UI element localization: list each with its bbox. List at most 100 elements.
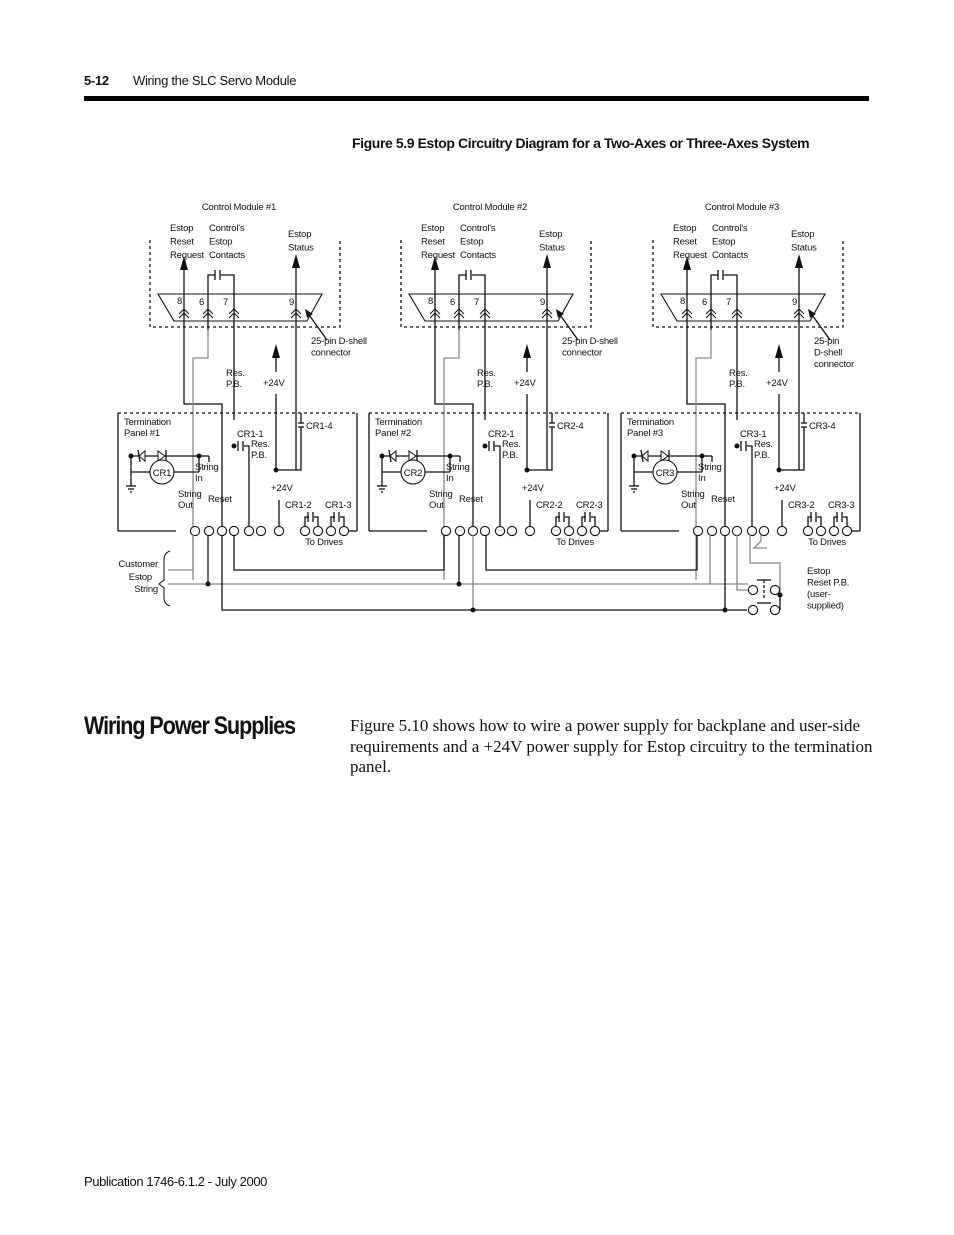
customer-label: Estop bbox=[129, 572, 152, 583]
termination-panel-label: Panel #2 bbox=[375, 428, 411, 439]
junction-dot bbox=[470, 607, 476, 613]
termination-panel-label: Panel #3 bbox=[627, 428, 663, 439]
figure-title: Figure 5.9 Estop Circuitry Diagram for a… bbox=[352, 135, 810, 151]
wire bbox=[340, 516, 345, 527]
estop-reset-request-label: Reset bbox=[170, 237, 194, 248]
wire bbox=[591, 516, 596, 527]
connector-label: D-shell bbox=[814, 348, 842, 359]
terminal bbox=[338, 525, 350, 537]
estop-reset-request-label: Reset bbox=[673, 237, 697, 248]
res-pb-label: Res. bbox=[729, 368, 748, 379]
to-drives-label: To Drives bbox=[305, 537, 343, 548]
page-number: 5-12 bbox=[84, 73, 109, 88]
wire bbox=[233, 535, 445, 571]
connector-label: 25-pin D-shell bbox=[311, 336, 367, 347]
termination-panel-label: Panel #1 bbox=[124, 428, 160, 439]
estop-reset-pb-label: (user- bbox=[807, 589, 831, 600]
pin-number: 7 bbox=[223, 297, 228, 308]
contact-wire bbox=[495, 445, 501, 530]
terminal bbox=[776, 525, 788, 537]
wire bbox=[752, 535, 767, 549]
module-boundary bbox=[400, 240, 592, 328]
reset-wire bbox=[686, 330, 726, 530]
junction-dot bbox=[482, 443, 488, 449]
string-in-label: In bbox=[446, 473, 454, 484]
controls-estop-contacts-label: Contacts bbox=[209, 250, 245, 261]
string-wire bbox=[443, 330, 460, 580]
controls-estop-contacts-label: Control's bbox=[460, 223, 496, 234]
terminal bbox=[299, 525, 311, 537]
arrow-up-icon bbox=[683, 256, 691, 270]
zener-diode-icon bbox=[138, 449, 146, 463]
relay-label: CR1 bbox=[153, 468, 171, 479]
string-in-label: String bbox=[195, 462, 219, 473]
customer-string-wire bbox=[168, 535, 194, 571]
pin-number: 6 bbox=[199, 297, 204, 308]
contact-1-res-label: P.B. bbox=[251, 450, 267, 461]
contact-3-label: CR3-3 bbox=[828, 500, 854, 511]
res-pb-label: P.B. bbox=[729, 379, 745, 390]
connector-label: connector bbox=[814, 359, 854, 370]
contact-wire bbox=[724, 274, 738, 420]
diode-icon bbox=[408, 450, 417, 462]
estop-reset-request-label: Estop bbox=[421, 223, 444, 234]
string-in-label: String bbox=[698, 462, 722, 473]
terminal bbox=[312, 525, 324, 537]
terminal bbox=[325, 525, 337, 537]
controls-estop-contacts-label: Control's bbox=[712, 223, 748, 234]
contact-4-label: CR3-4 bbox=[809, 421, 835, 432]
terminal bbox=[494, 525, 506, 537]
contact-1-res-label: Res. bbox=[502, 439, 521, 450]
junction-dot bbox=[776, 467, 782, 473]
string-wire bbox=[695, 330, 712, 580]
contact-1-res-label: Res. bbox=[754, 439, 773, 450]
estop-reset-request-label: Estop bbox=[673, 223, 696, 234]
contact-1-label: CR1-1 bbox=[237, 429, 263, 440]
reset-label: Reset bbox=[208, 494, 232, 505]
contact-2-label: CR3-2 bbox=[788, 500, 814, 511]
estop-reset-pb-label: supplied) bbox=[807, 601, 844, 612]
section-body: Figure 5.10 shows how to wire a power su… bbox=[350, 716, 873, 776]
plus24v-label: +24V bbox=[766, 378, 789, 389]
junction-dot bbox=[734, 443, 740, 449]
bottom-bus bbox=[221, 535, 747, 611]
terminal bbox=[692, 525, 704, 537]
terminal bbox=[841, 525, 853, 537]
chapter-title: Wiring the SLC Servo Module bbox=[133, 73, 297, 88]
wire bbox=[314, 516, 319, 527]
terminal bbox=[746, 525, 758, 537]
pin-number: 7 bbox=[726, 297, 731, 308]
termination-panel-label: Termination bbox=[627, 417, 674, 428]
wire bbox=[817, 516, 822, 527]
controls-estop-contacts-label: Control's bbox=[209, 223, 245, 234]
contact-4-label: CR1-4 bbox=[306, 421, 332, 432]
string-out-label: String bbox=[681, 489, 705, 500]
res-pb-label: P.B. bbox=[226, 379, 242, 390]
contact-1-res-label: P.B. bbox=[754, 450, 770, 461]
arrow-up-icon bbox=[775, 344, 783, 358]
arrow-icon bbox=[808, 309, 816, 318]
connector-label: connector bbox=[562, 348, 602, 359]
wire bbox=[276, 427, 302, 471]
arrow-up-icon bbox=[543, 254, 551, 268]
contact-1-label: CR2-1 bbox=[488, 429, 514, 440]
reset-label: Reset bbox=[711, 494, 735, 505]
terminal bbox=[440, 525, 452, 537]
control-module-title: Control Module #1 bbox=[202, 202, 276, 213]
string-wire bbox=[192, 330, 209, 580]
terminal bbox=[524, 525, 536, 537]
terminal bbox=[550, 525, 562, 537]
terminal bbox=[216, 525, 228, 537]
terminal bbox=[454, 525, 466, 537]
contact-2-label: CR2-2 bbox=[536, 500, 562, 511]
junction-dot bbox=[524, 467, 530, 473]
estop-status-label: Status bbox=[539, 243, 565, 254]
terminal bbox=[719, 525, 731, 537]
connector-callout bbox=[809, 311, 831, 341]
module-boundary bbox=[652, 240, 844, 328]
wire bbox=[843, 516, 848, 527]
arrow-icon bbox=[305, 309, 313, 318]
terminal bbox=[243, 525, 255, 537]
contact-1-label: CR3-1 bbox=[740, 429, 766, 440]
contact-2-label: CR1-2 bbox=[285, 500, 311, 511]
